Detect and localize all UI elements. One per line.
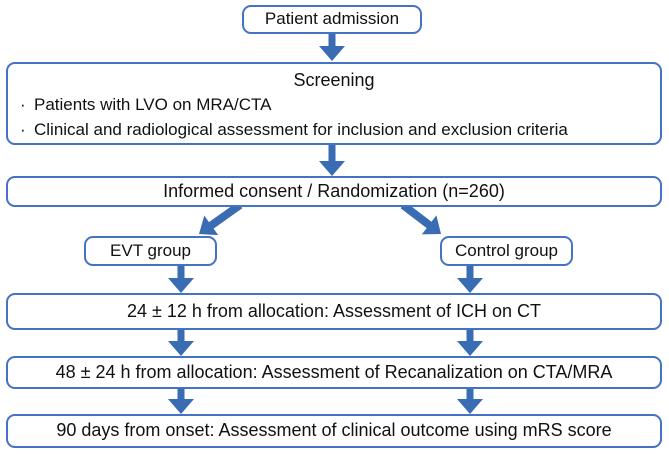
arrow-diagonal-left-icon (199, 201, 243, 236)
screening-bullet-text: Clinical and radiological assessment for… (34, 119, 568, 139)
arrow-down-icon (319, 145, 345, 176)
node-informed-consent-randomization: Informed consent / Randomization (n=260) (6, 176, 662, 207)
arrow-down-icon (168, 330, 194, 356)
arrow-down-icon (168, 266, 194, 293)
node-assessment-recanalization: 48 ± 24 h from allocation: Assessment of… (6, 356, 662, 389)
arrow-diagonal-right-icon (400, 201, 441, 235)
arrow-down-icon (457, 389, 483, 414)
node-screening: Screening ·Patients with LVO on MRA/CTA … (6, 62, 662, 145)
screening-bullet-text: Patients with LVO on MRA/CTA (34, 94, 272, 114)
node-assessment-clinical-outcome: 90 days from onset: Assessment of clinic… (6, 414, 662, 448)
screening-bullet: · Clinical and radiological assessment fo… (20, 120, 648, 140)
node-evt-group: EVT group (84, 236, 217, 266)
bullet-dot-icon: · (20, 119, 26, 139)
screening-bullet: · Patients with LVO on MRA/CTA (20, 95, 648, 115)
bullet-dot-icon: · (20, 94, 26, 114)
arrow-down-icon (457, 266, 483, 293)
screening-title: Screening (293, 70, 375, 90)
arrow-down-icon (319, 33, 345, 61)
arrow-down-icon (457, 330, 483, 356)
node-control-group: Control group (440, 236, 573, 266)
node-assessment-ich-on-ct: 24 ± 12 h from allocation: Assessment of… (6, 293, 662, 330)
node-patient-admission: Patient admission (242, 5, 422, 34)
arrow-down-icon (168, 389, 194, 414)
